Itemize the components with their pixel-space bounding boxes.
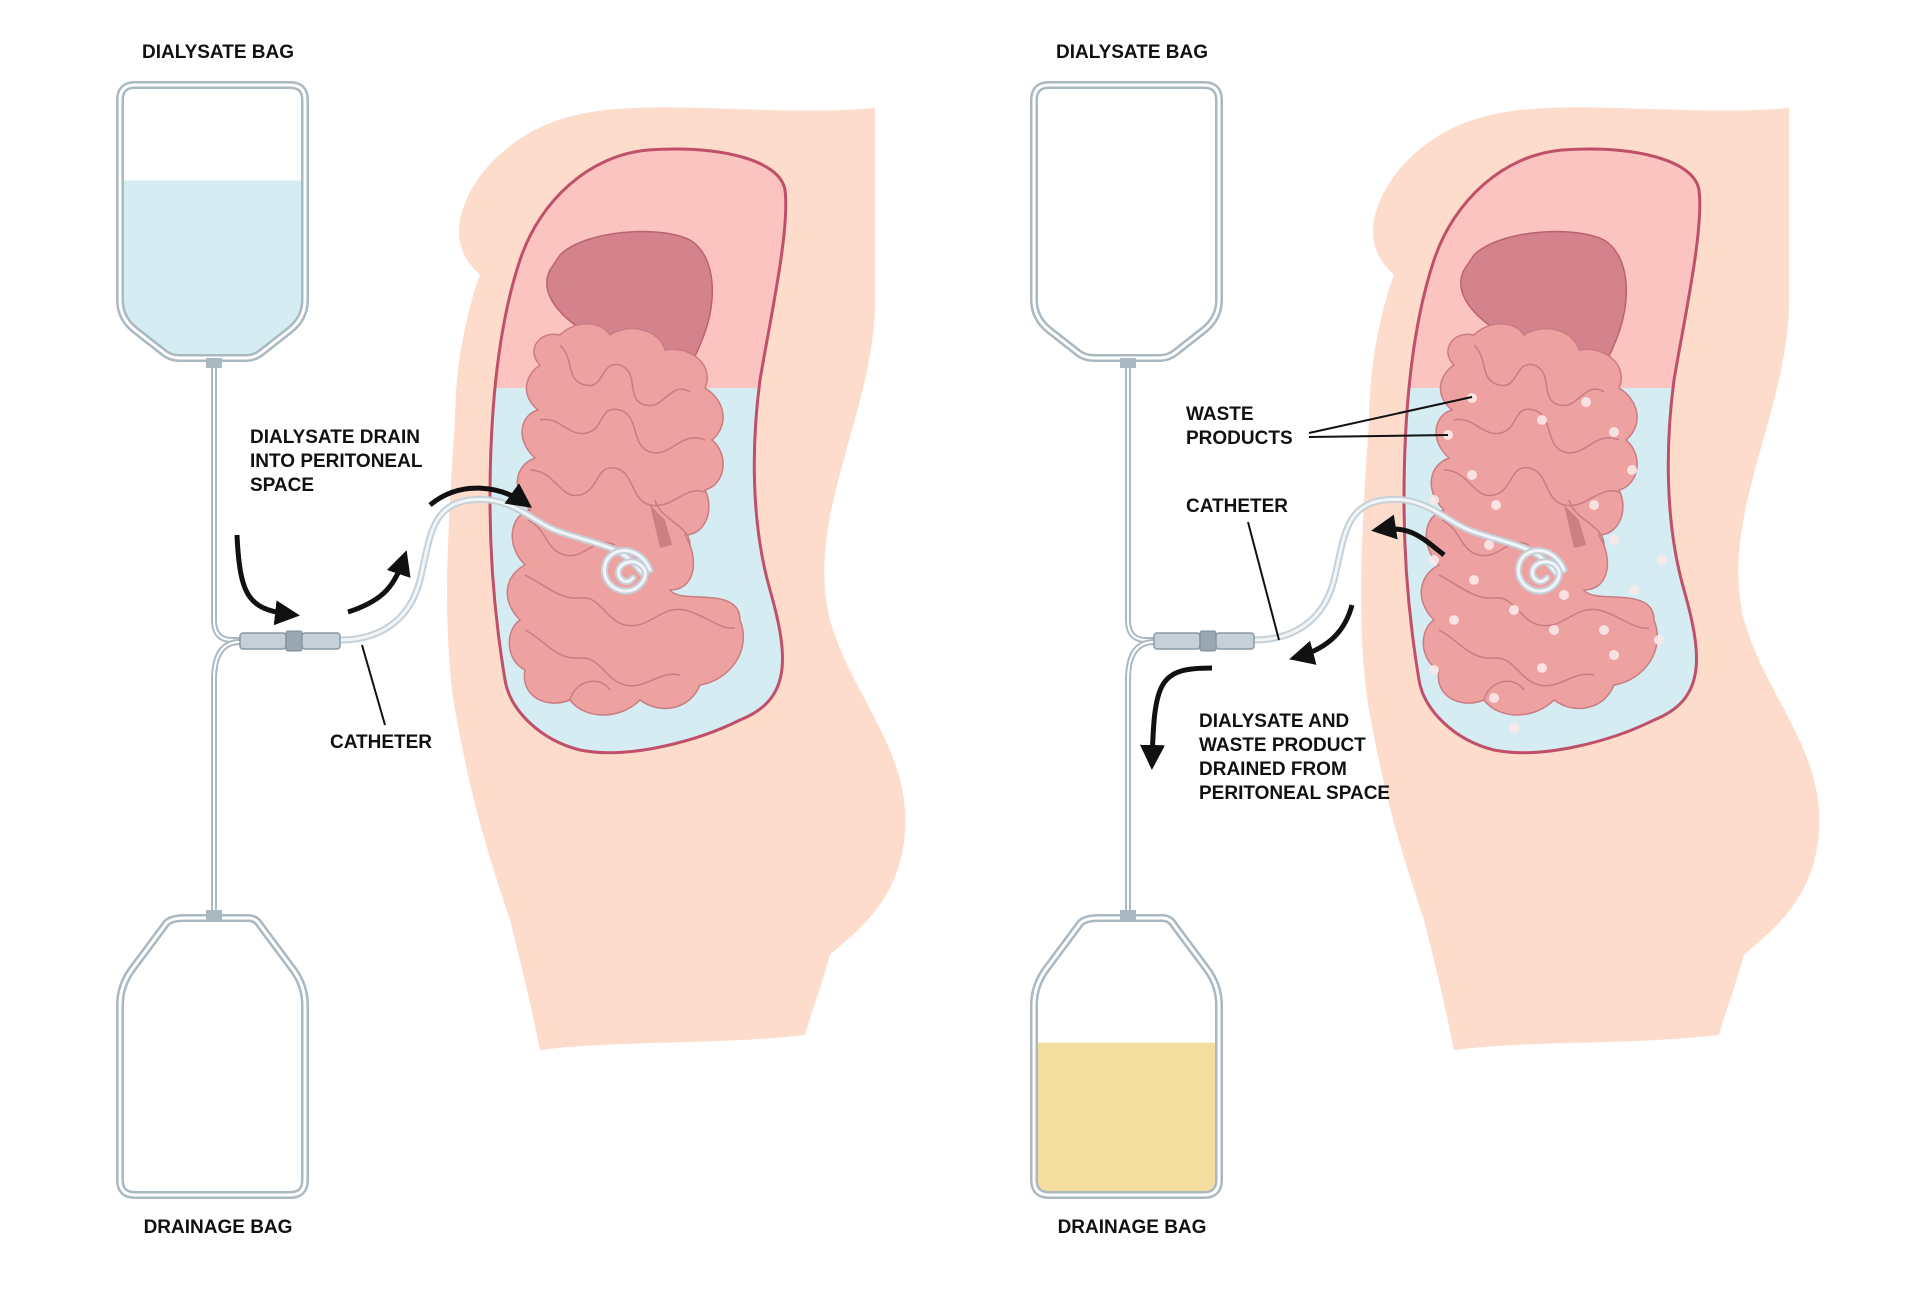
arrow-out-of-cavity bbox=[1371, 514, 1446, 557]
fill-annotation-line-3: SPACE bbox=[250, 475, 314, 496]
drainage-bag bbox=[1034, 910, 1224, 1195]
right-panel-drain-phase: DIALYSATE BAG DRAINAGE BAG WASTE PRODUCT… bbox=[1034, 42, 1820, 1238]
catheter-pointer-line bbox=[361, 644, 386, 726]
drain-annotation-line-3: DRAINED FROM bbox=[1199, 759, 1347, 780]
catheter-label: CATHETER bbox=[330, 732, 432, 753]
drainage-bag-label: DRAINAGE BAG bbox=[144, 1217, 293, 1238]
arrow-down-catheter bbox=[1289, 604, 1355, 665]
catheter-pointer-line bbox=[1247, 521, 1280, 641]
fill-annotation-line-2: INTO PERITONEAL bbox=[250, 451, 423, 472]
tubing bbox=[1125, 358, 1564, 918]
waste-pointer-line-2 bbox=[1308, 434, 1449, 438]
arrow-to-drainage bbox=[1139, 665, 1213, 770]
dialysate-fluid-level bbox=[120, 180, 305, 358]
dialysate-bag-label: DIALYSATE BAG bbox=[1056, 42, 1208, 63]
catheter-label: CATHETER bbox=[1186, 496, 1288, 517]
left-panel-fill-phase: DIALYSATE BAG DRAINAGE BAG DIALYSATE DRA… bbox=[120, 42, 906, 1238]
waste-label-line-1: WASTE bbox=[1186, 404, 1254, 425]
tubing bbox=[211, 358, 650, 918]
abdominal-cavity bbox=[488, 147, 788, 755]
catheter-connector bbox=[239, 630, 341, 652]
drain-annotation-line-1: DIALYSATE AND bbox=[1199, 711, 1349, 732]
arrow-into-connector bbox=[234, 534, 300, 626]
waste-label-line-2: PRODUCTS bbox=[1186, 428, 1293, 449]
flow-arrows bbox=[1139, 514, 1446, 770]
drainage-bag bbox=[120, 910, 305, 1195]
dialysate-bag bbox=[120, 85, 310, 368]
abdominal-cavity bbox=[1402, 147, 1702, 755]
drain-annotation-line-2: WASTE PRODUCT bbox=[1199, 735, 1366, 756]
drainage-fluid-level bbox=[1034, 1042, 1219, 1195]
fill-annotation-line-1: DIALYSATE DRAIN bbox=[250, 427, 420, 448]
dialysate-bag-label: DIALYSATE BAG bbox=[142, 42, 294, 63]
flow-arrows bbox=[234, 483, 533, 626]
waste-particles bbox=[1429, 393, 1667, 733]
arrow-into-cavity bbox=[428, 483, 533, 508]
drain-annotation-line-4: PERITONEAL SPACE bbox=[1199, 783, 1390, 804]
dialysate-bag bbox=[1034, 85, 1219, 368]
catheter-connector bbox=[1153, 630, 1255, 652]
drainage-bag-label: DRAINAGE BAG bbox=[1058, 1217, 1207, 1238]
waste-pointer-line-1 bbox=[1308, 396, 1473, 434]
arrow-up-catheter bbox=[347, 550, 411, 615]
